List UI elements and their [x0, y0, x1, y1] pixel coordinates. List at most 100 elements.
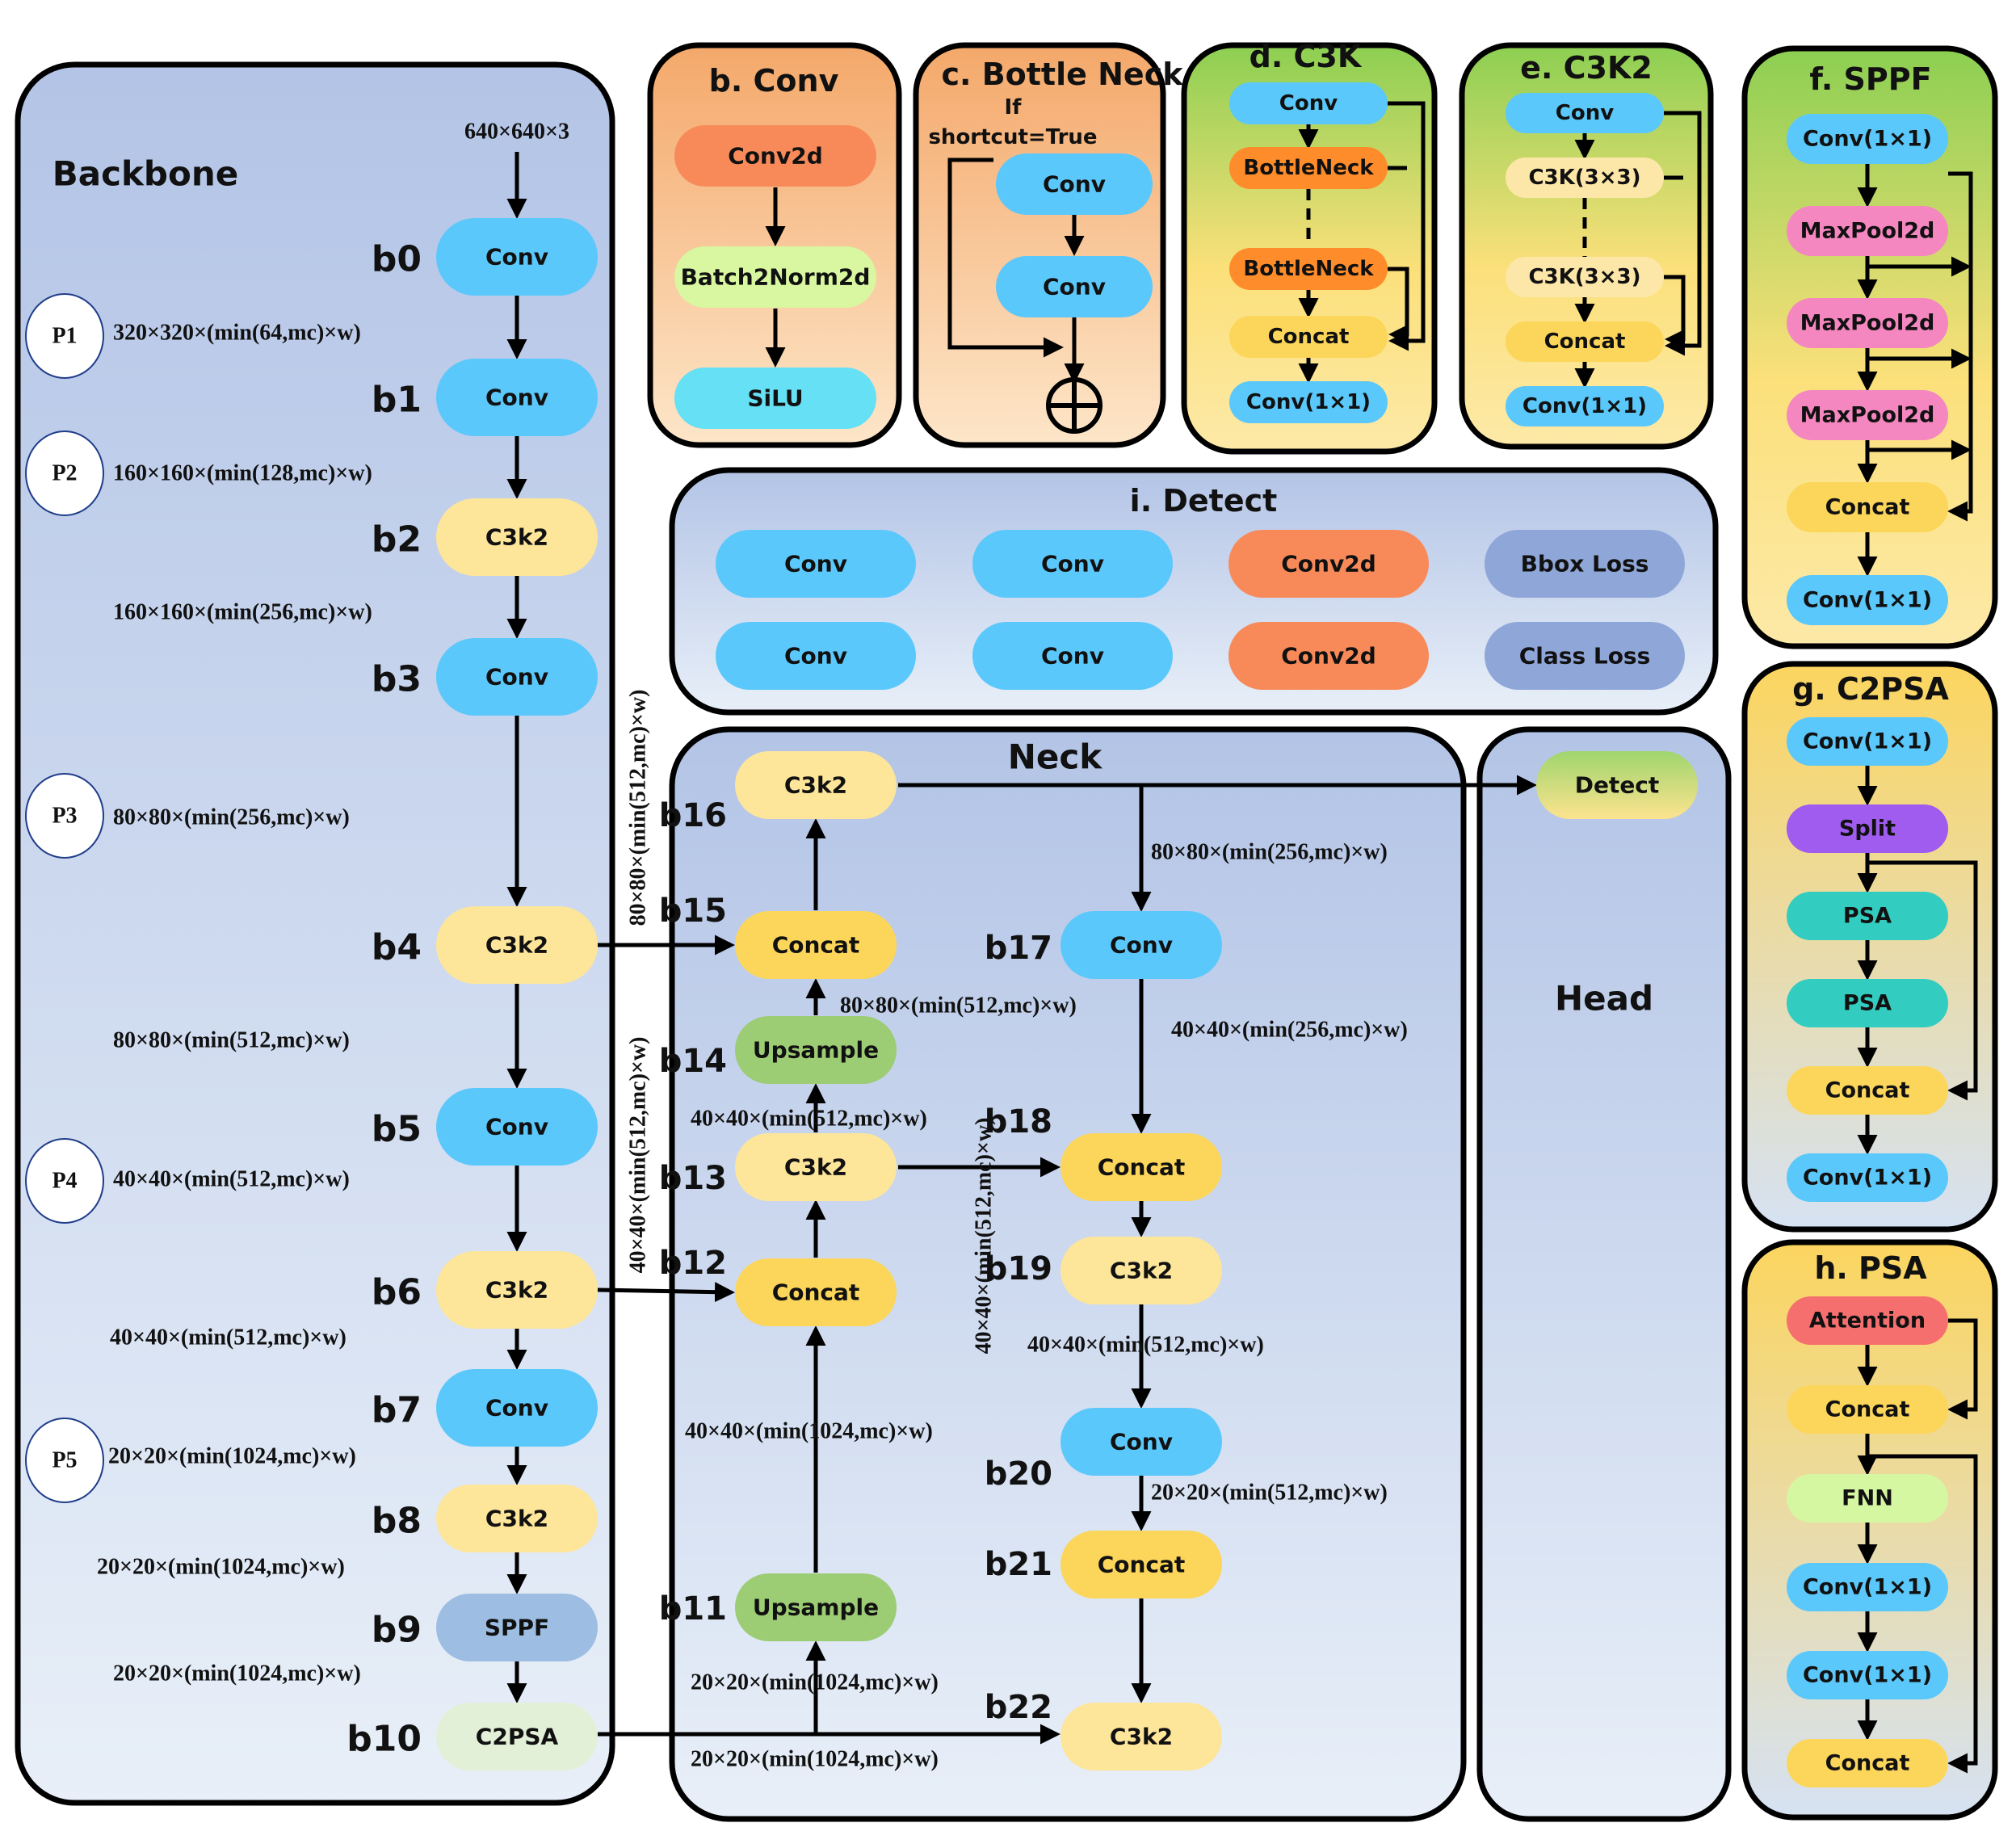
neck-dim-b16-b17: 80×80×(min(256,mc)×w)	[1151, 840, 1388, 865]
level-p2-label: P2	[52, 461, 77, 486]
nodes-layer: ConvConvC3k2ConvC3k2ConvC3k2ConvC3k2SPPF…	[25, 82, 1948, 1787]
backbone-node-b9-shape	[436, 1594, 598, 1661]
neck-dim-b13-b14: 40×40×(min(512,mc)×w)	[691, 1107, 927, 1132]
neck-node-b18-label: Concat	[1098, 1154, 1186, 1181]
conv-block-item-2: SiLU	[674, 368, 876, 429]
backbone-node-b2-label: C3k2	[485, 524, 548, 551]
sppf-item-0-shape	[1787, 114, 1948, 164]
backbone-dim-3: 80×80×(min(256,mc)×w)	[113, 805, 350, 830]
detect-row2-item-2-shape	[1228, 622, 1429, 690]
neck-name-b11: b11	[659, 1590, 727, 1628]
backbone-dim-7: 20×20×(min(1024,mc)×w)	[108, 1444, 356, 1469]
bottleneck-add-icon	[1046, 377, 1102, 434]
c3k-item-0: Conv	[1229, 82, 1388, 124]
detect-row1-item-2: Conv2d	[1228, 530, 1429, 598]
neck-node-b17-label: Conv	[1110, 932, 1173, 959]
psa-item-3: Conv(1×1)	[1787, 1563, 1948, 1611]
backbone-dim-6: 40×40×(min(512,mc)×w)	[110, 1325, 346, 1350]
c2psa-item-2-shape	[1787, 892, 1948, 940]
c2psa-item-0: Conv(1×1)	[1787, 717, 1948, 766]
backbone-node-b0-label: Conv	[485, 244, 548, 271]
c3k2-item-3-shape	[1506, 321, 1664, 362]
c3k2-item-1-label: C3K(3×3)	[1528, 166, 1640, 190]
neck-dim-b10-b22: 20×20×(min(1024,mc)×w)	[691, 1747, 939, 1772]
detect-row1-item-2-shape	[1228, 530, 1429, 598]
neck-node-b17: Conv	[1060, 911, 1222, 979]
bottleneck-cond-1: If	[1005, 95, 1023, 120]
neck-node-b22-shape	[1060, 1703, 1222, 1770]
sppf-item-4-shape	[1787, 482, 1948, 532]
neck-node-b19-shape	[1060, 1237, 1222, 1304]
c3k-item-4-shape	[1229, 381, 1388, 423]
neck-node-b14: Upsample	[735, 1016, 897, 1084]
neck-node-b16-label: C3k2	[784, 772, 847, 799]
neck-node-b19: C3k2	[1060, 1237, 1222, 1304]
neck-node-b13: C3k2	[735, 1133, 897, 1201]
neck-dim-b4-b15: 80×80×(min(512,mc)×w)	[626, 690, 651, 926]
detect-row1-item-1: Conv	[972, 530, 1173, 598]
c2psa-item-1: Split	[1787, 804, 1948, 853]
neck-node-b15-shape	[735, 911, 897, 979]
c3k-item-3: Concat	[1229, 316, 1388, 358]
detect-row2-item-2-label: Conv2d	[1281, 643, 1376, 670]
psa-item-0-shape	[1787, 1296, 1948, 1345]
c2psa-item-1-label: Split	[1839, 817, 1896, 842]
detect-row1-item-1-shape	[972, 530, 1173, 598]
edge-c3k-skip-c	[1388, 267, 1409, 345]
sppf-item-1-label: MaxPool2d	[1800, 219, 1935, 244]
conv-block-item-2-shape	[674, 368, 876, 429]
c2psa-item-4-shape	[1787, 1066, 1948, 1115]
level-p3-circle	[25, 773, 104, 859]
detect-row2-item-0-label: Conv	[784, 643, 847, 670]
c2psa-item-0-shape	[1787, 717, 1948, 766]
neck-dim-b14-b15: 80×80×(min(512,mc)×w)	[840, 993, 1077, 1019]
level-p3: P3	[25, 773, 104, 859]
sppf-item-1: MaxPool2d	[1787, 206, 1948, 256]
backbone-node-b1-shape	[436, 359, 598, 436]
c2psa-item-5-label: Conv(1×1)	[1803, 1166, 1932, 1191]
neck-name-b17: b17	[985, 930, 1052, 967]
neck-node-b14-shape	[735, 1016, 897, 1084]
detect-row2-item-3: Class Loss	[1485, 622, 1685, 690]
neck-node-b12-shape	[735, 1258, 897, 1326]
backbone-node-b4-label: C3k2	[485, 932, 548, 959]
neck-node-b16: C3k2	[735, 751, 897, 819]
conv-block-item-0-shape	[674, 125, 876, 187]
backbone-node-b6-shape	[436, 1251, 598, 1329]
neck-title: Neck	[1008, 737, 1103, 777]
backbone-name-b10: b10	[346, 1719, 422, 1760]
backbone-dim-2: 160×160×(min(256,mc)×w)	[113, 600, 372, 625]
sppf-item-5: Conv(1×1)	[1787, 575, 1948, 625]
conv-block-item-2-label: SiLU	[747, 385, 803, 412]
c2psa-item-5-shape	[1787, 1153, 1948, 1202]
c3k-item-4: Conv(1×1)	[1229, 381, 1388, 423]
neck-node-b11-shape	[735, 1573, 897, 1641]
neck-node-b20-shape	[1060, 1408, 1222, 1476]
c3k2-item-2-shape	[1506, 257, 1664, 297]
detect-row1-item-3: Bbox Loss	[1485, 530, 1685, 598]
sppf-item-4: Concat	[1787, 482, 1948, 532]
neck-node-b22: C3k2	[1060, 1703, 1222, 1770]
edge-b6-b12	[597, 1282, 735, 1303]
c2psa-item-1-shape	[1787, 804, 1948, 853]
sppf-item-0: Conv(1×1)	[1787, 114, 1948, 164]
backbone-node-b0-shape	[436, 218, 598, 296]
neck-node-b12: Concat	[735, 1258, 897, 1326]
backbone-node-b9: SPPF	[436, 1594, 598, 1661]
neck-name-b16: b16	[659, 797, 727, 834]
c3k2-item-4-shape	[1506, 386, 1664, 426]
c3k2-item-4-label: Conv(1×1)	[1522, 394, 1647, 418]
backbone-node-b2: C3k2	[436, 498, 598, 576]
head-title: Head	[1555, 979, 1653, 1019]
detect-block-panel	[669, 467, 1719, 716]
sppf-item-3-label: MaxPool2d	[1800, 403, 1935, 428]
bottleneck-cond-2: shortcut=True	[928, 125, 1097, 149]
neck-node-b22-label: C3k2	[1110, 1724, 1173, 1750]
c3k2-item-2: C3K(3×3)	[1506, 257, 1664, 297]
detect-row1-item-3-shape	[1485, 530, 1685, 598]
edge-c3k2-skip-c	[1664, 275, 1686, 350]
detect-row2-item-1: Conv	[972, 622, 1173, 690]
psa-item-5: Concat	[1787, 1739, 1948, 1787]
neck-node-b21-label: Concat	[1098, 1552, 1186, 1578]
